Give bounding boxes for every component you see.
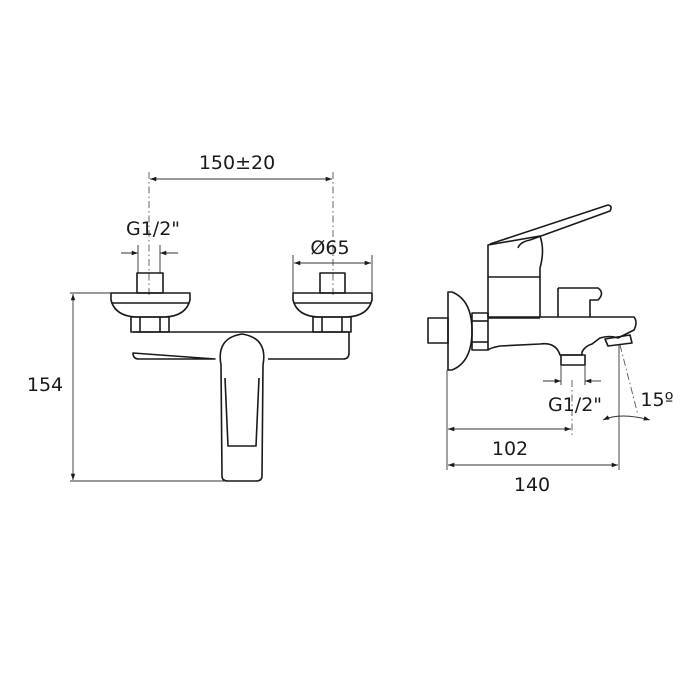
- outlet-distance-label: 102: [491, 438, 529, 460]
- spout-angle-label: 15º: [640, 389, 674, 411]
- side-view: [427, 204, 651, 470]
- centre-distance-label: 150±20: [198, 152, 276, 174]
- front-view: [70, 172, 373, 482]
- outlet-thread-label: G1/2": [547, 394, 603, 416]
- escutcheon-diameter-label: Ø65: [310, 237, 350, 259]
- height-label: 154: [26, 374, 64, 396]
- inlet-thread-label: G1/2": [125, 218, 181, 240]
- projection-label: 140: [513, 474, 551, 496]
